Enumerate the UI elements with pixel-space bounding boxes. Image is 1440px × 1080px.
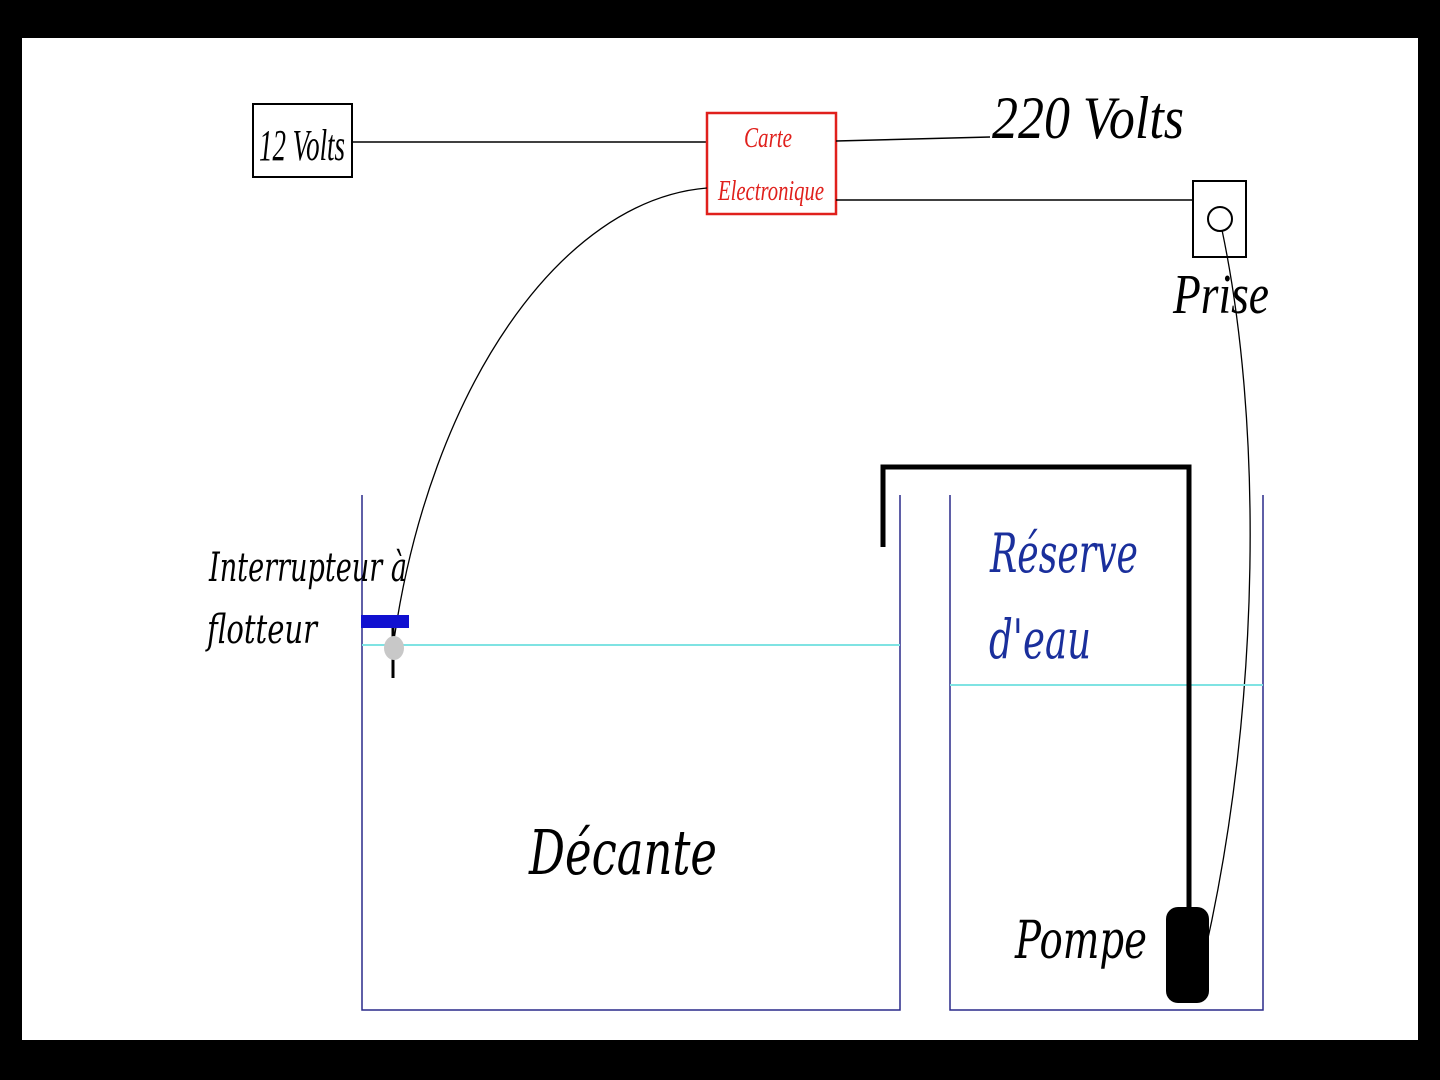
power-12v-box: [252, 103, 353, 178]
return-pipe: [880, 464, 1192, 910]
float-switch-label-line2: flotteur: [205, 607, 319, 653]
card-label-line2: Electronique: [717, 176, 824, 207]
water-reserve-label-line2: d'eau: [989, 608, 1091, 671]
outlet-label: Prise: [1172, 264, 1269, 326]
float-switch: Interrupteur à flotteur: [205, 545, 409, 678]
volts12-label: 12 Volts: [259, 121, 345, 170]
float-switch-mount-bar: [361, 615, 409, 628]
water-reserve-label-line1: Réserve: [989, 522, 1138, 585]
water-reserve-walls: [949, 495, 1264, 1011]
settling-tank: Décante: [361, 495, 901, 1011]
electronic-card-box: [705, 111, 838, 216]
card-label-line1: Carte: [744, 123, 792, 154]
settling-tank-walls: [361, 495, 901, 1011]
electronic-card-block: Carte Electronique: [705, 111, 838, 216]
power-12v-block: 12 Volts: [252, 103, 353, 178]
pump-label: Pompe: [1014, 911, 1147, 971]
float-switch-ball-icon: [384, 636, 404, 660]
wire-220v-supply: [835, 136, 991, 142]
outlet-block: Prise: [1172, 180, 1269, 326]
water-reserve-tank: Réserve d'eau: [949, 495, 1264, 1011]
wire-card-to-float: [393, 187, 708, 641]
float-switch-label-line1: Interrupteur à: [208, 545, 407, 591]
volts220-label: 220 Volts: [992, 85, 1184, 151]
wire-outlet-to-pump: [1204, 229, 1251, 953]
outlet-socket-icon: [1207, 206, 1233, 232]
pump-body-icon: [1166, 907, 1209, 1003]
outlet-box: [1192, 180, 1247, 258]
settling-tank-label: Décante: [528, 816, 717, 889]
pump: Pompe: [1014, 907, 1209, 1003]
